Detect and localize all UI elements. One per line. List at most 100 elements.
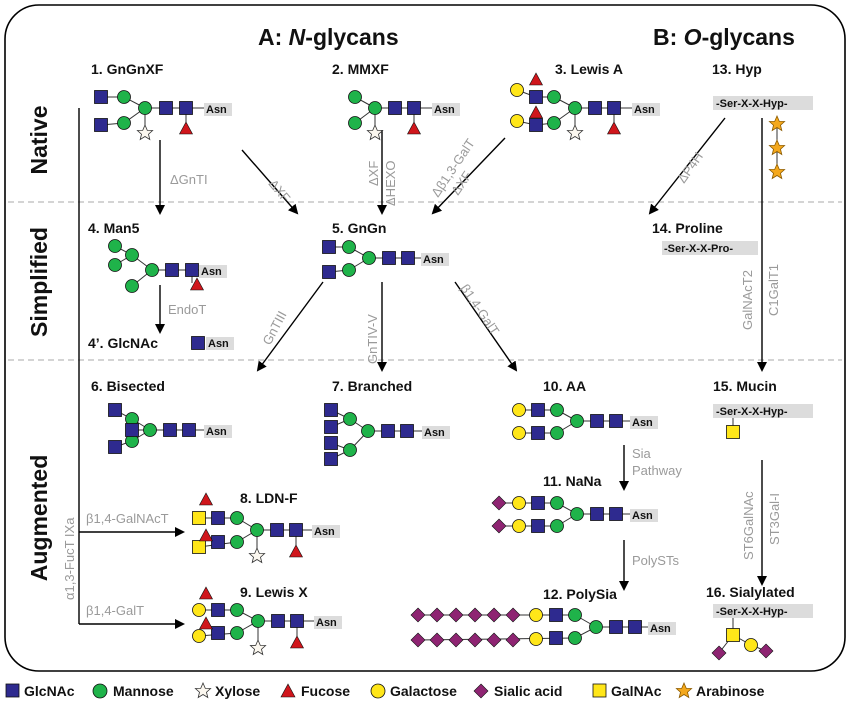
label-lewis-a: 3. Lewis A bbox=[555, 61, 623, 77]
arabinose-star-icon bbox=[676, 682, 692, 698]
enzyme-gnti: ΔGnTI bbox=[170, 172, 208, 187]
mannose-circle-icon bbox=[92, 683, 108, 699]
glycan-branched: Asn bbox=[324, 403, 450, 466]
svg-text:-Ser-X-X-Pro-: -Ser-X-X-Pro- bbox=[664, 243, 733, 255]
svg-text:Asn: Asn bbox=[424, 427, 445, 439]
svg-text:Asn: Asn bbox=[632, 417, 653, 429]
glycan-bisected: Asn bbox=[108, 403, 232, 454]
label-ldn-f: 8. LDN-F bbox=[240, 490, 298, 506]
glcnac-square-icon bbox=[5, 683, 20, 698]
glycan-mmxf: Asn bbox=[348, 90, 460, 140]
row-label-augmented: Augmented bbox=[26, 455, 52, 582]
glycan-lewis-x: Asn bbox=[192, 586, 342, 655]
label-bisected: 6. Bisected bbox=[91, 378, 165, 394]
label-polysia: 12. PolySia bbox=[543, 586, 617, 602]
enzyme-fuct-ixa: α1,3-FucT IXa bbox=[62, 517, 77, 600]
galactose-circle-icon bbox=[370, 683, 386, 699]
glycan-proline: -Ser-X-X-Pro- bbox=[662, 241, 758, 255]
svg-text:Asn: Asn bbox=[208, 338, 229, 350]
enzyme-hexo: ΔHEXO bbox=[383, 160, 398, 206]
legend-item-galnac: GalNAc bbox=[592, 683, 662, 699]
legend-item-arabinose: Arabinose bbox=[676, 682, 765, 699]
legend-item-xylose: Xylose bbox=[194, 682, 260, 699]
sialic-acid-diamond-icon bbox=[473, 683, 489, 699]
svg-text:Asn: Asn bbox=[201, 266, 222, 278]
svg-text:Asn: Asn bbox=[634, 104, 655, 116]
enzyme-st6galnac: ST6GalNAc bbox=[741, 491, 756, 560]
svg-text:Fucose: Fucose bbox=[301, 683, 350, 699]
svg-text:Asn: Asn bbox=[206, 104, 227, 116]
svg-text:Asn: Asn bbox=[423, 254, 444, 266]
svg-text:Asn: Asn bbox=[314, 526, 335, 538]
glycan-hyp: -Ser-X-X-Hyp- bbox=[713, 96, 813, 179]
svg-text:Mannose: Mannose bbox=[113, 683, 174, 699]
label-sialylated: 16. Sialylated bbox=[706, 584, 795, 600]
svg-text:-Ser-X-X-Hyp-: -Ser-X-X-Hyp- bbox=[716, 406, 788, 418]
glycan-sialylated: -Ser-X-X-Hyp- bbox=[711, 604, 813, 661]
fuct-branch bbox=[78, 108, 185, 629]
glycan-glcnac: Asn bbox=[191, 336, 234, 350]
enzyme-galnact2: GalNAcT2 bbox=[740, 270, 755, 330]
glycan-polysia: Asn bbox=[410, 607, 676, 648]
svg-text:GlcNAc: GlcNAc bbox=[24, 683, 75, 699]
enzyme-xf-2: ΔXF bbox=[366, 161, 381, 186]
fucose-triangle-icon bbox=[280, 683, 296, 698]
legend: GlcNAc Mannose Xylose Fucose Galactose S… bbox=[5, 682, 765, 699]
glycan-nana: Asn bbox=[491, 495, 658, 534]
enzyme-pathway: Pathway bbox=[632, 463, 682, 478]
svg-text:Xylose: Xylose bbox=[215, 683, 260, 699]
label-mmxf: 2. MMXF bbox=[332, 61, 389, 77]
legend-item-glcnac: GlcNAc bbox=[5, 683, 75, 699]
enzyme-gntiv-v: GnTIV-V bbox=[365, 314, 380, 364]
label-gngn: 5. GnGn bbox=[332, 220, 386, 236]
svg-text:GalNAc: GalNAc bbox=[611, 683, 662, 699]
label-mucin: 15. Mucin bbox=[713, 378, 777, 394]
svg-text:-Ser-X-X-Hyp-: -Ser-X-X-Hyp- bbox=[716, 606, 788, 618]
enzyme-polysts: PolySTs bbox=[632, 553, 679, 568]
header-o-glycans: B: O-glycans bbox=[653, 24, 795, 50]
label-man5: 4. Man5 bbox=[88, 220, 140, 236]
svg-text:Asn: Asn bbox=[316, 617, 337, 629]
glycan-ldn-f: Asn bbox=[192, 492, 340, 563]
svg-text:Asn: Asn bbox=[206, 426, 227, 438]
enzyme-b14-galnact: β1,4-GalNAcT bbox=[86, 511, 169, 526]
label-nana: 11. NaNa bbox=[543, 473, 602, 489]
diagram-frame bbox=[4, 4, 846, 672]
enzyme-b14-galt-lower: β1,4-GalT bbox=[86, 603, 144, 618]
row-label-native: Native bbox=[26, 105, 52, 174]
legend-item-mannose: Mannose bbox=[92, 683, 174, 699]
glycan-lewis-a: Asn bbox=[510, 72, 660, 140]
glycan-gngnxf: Asn bbox=[94, 90, 232, 140]
svg-text:Galactose: Galactose bbox=[390, 683, 457, 699]
glycan-mucin: -Ser-X-X-Hyp- bbox=[713, 404, 813, 439]
svg-text:-Ser-X-X-Hyp-: -Ser-X-X-Hyp- bbox=[716, 98, 788, 110]
enzyme-st3gal: ST3Gal-I bbox=[767, 493, 782, 545]
label-aa: 10. AA bbox=[543, 378, 586, 394]
svg-text:Asn: Asn bbox=[434, 104, 455, 116]
xylose-star-icon bbox=[194, 682, 212, 698]
svg-text:Arabinose: Arabinose bbox=[696, 683, 765, 699]
enzyme-c1galt1: C1GalT1 bbox=[766, 264, 781, 316]
enzyme-sia: Sia bbox=[632, 446, 652, 461]
enzyme-endot: EndoT bbox=[168, 302, 206, 317]
svg-text:Sialic acid: Sialic acid bbox=[494, 683, 562, 699]
legend-item-galactose: Galactose bbox=[370, 683, 457, 699]
glycan-aa: Asn bbox=[512, 403, 658, 440]
glycan-man5: Asn bbox=[108, 239, 227, 293]
header-n-glycans: A: N-glycans bbox=[258, 24, 399, 50]
svg-text:Asn: Asn bbox=[632, 510, 653, 522]
label-lewis-x: 9. Lewis X bbox=[240, 584, 308, 600]
label-gngnxf: 1. GnGnXF bbox=[91, 61, 164, 77]
label-proline: 14. Proline bbox=[652, 220, 723, 236]
label-glcnac: 4’. GlcNAc bbox=[88, 335, 158, 351]
label-hyp: 13. Hyp bbox=[712, 61, 762, 77]
row-label-simplified: Simplified bbox=[26, 227, 52, 337]
glycan-gngn: Asn bbox=[322, 240, 449, 279]
legend-item-sialic-acid: Sialic acid bbox=[473, 683, 562, 699]
svg-text:Asn: Asn bbox=[650, 623, 671, 635]
galnac-square-icon bbox=[592, 683, 607, 698]
reaction-arrows bbox=[155, 117, 767, 591]
legend-item-fucose: Fucose bbox=[280, 683, 350, 699]
label-branched: 7. Branched bbox=[332, 378, 412, 394]
